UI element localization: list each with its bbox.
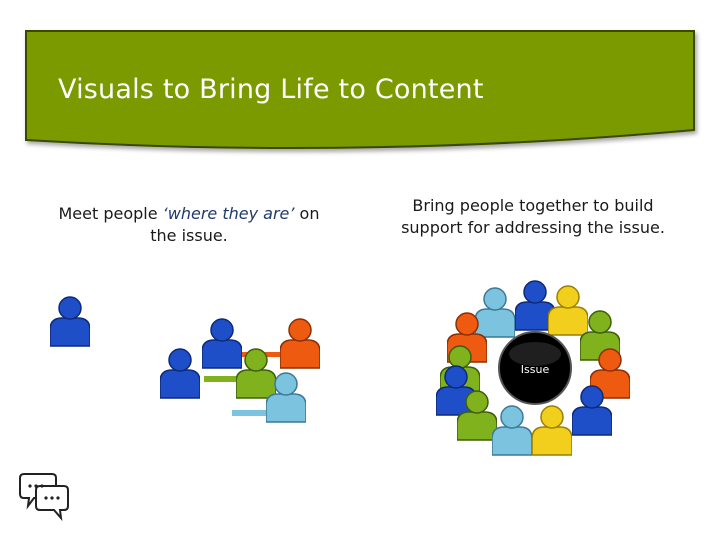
left-caption-emphasis: ‘where they are’	[162, 204, 295, 223]
speech-bubbles-icon	[19, 473, 69, 522]
person-icon-blue	[202, 318, 242, 369]
left-caption: Meet people ‘where they are’ on the issu…	[44, 203, 334, 247]
right-caption: Bring people together to build support f…	[401, 196, 665, 237]
person-icon-orange	[280, 318, 320, 369]
network-people	[160, 318, 320, 423]
left-caption-text: Meet people	[58, 204, 163, 223]
slide-title: Visuals to Bring Life to Content	[58, 74, 484, 105]
issue-circle: Issue	[498, 331, 572, 405]
issue-label: Issue	[521, 363, 550, 376]
person-icon-blue-2	[160, 348, 200, 399]
title-banner	[25, 30, 695, 149]
left-caption-text-end: on the issue.	[150, 204, 320, 245]
person-icon-lone	[50, 296, 90, 347]
